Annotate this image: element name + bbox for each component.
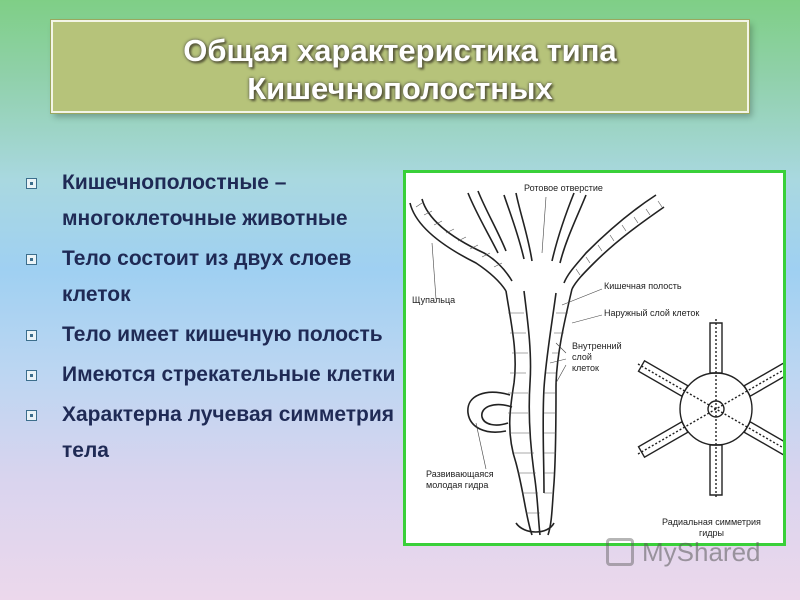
label-inner-layer-line-1: Внутренний bbox=[572, 341, 622, 351]
label-radial-line-2: гидры bbox=[698, 528, 724, 538]
bullet-item: Имеются стрекательные клетки bbox=[24, 357, 404, 393]
label-outer-layer: Наружный слой клеток bbox=[604, 308, 700, 318]
label-mouth: Ротовое отверстие bbox=[524, 183, 603, 193]
bullet-list: Кишечнополостные – многоклеточные животн… bbox=[24, 165, 404, 473]
bullet-text: Тело состоит из двух слоев клеток bbox=[62, 247, 352, 306]
hydra-diagram bbox=[409, 190, 783, 536]
bullet-text: Тело имеет кишечную полость bbox=[62, 323, 383, 346]
label-inner-layer-line-3: клеток bbox=[572, 363, 599, 373]
cell-texture bbox=[415, 200, 663, 514]
presentation-icon bbox=[606, 538, 634, 566]
slide-title: Общая характеристика типа Кишечнополостн… bbox=[53, 32, 747, 108]
bullet-text: Характерна лучевая симметрия тела bbox=[62, 403, 395, 462]
label-bud-line-2: молодая гидра bbox=[426, 480, 489, 490]
bullet-square-icon bbox=[26, 178, 37, 189]
bullet-text: Кишечнополостные – многоклеточные животн… bbox=[62, 171, 348, 230]
label-gut-cavity: Кишечная полость bbox=[604, 281, 682, 291]
radial-symmetry-diagram bbox=[637, 319, 783, 499]
label-radial: Радиальная симметрия гидры bbox=[662, 517, 761, 539]
bullet-item: Характерна лучевая симметрия тела bbox=[24, 397, 404, 469]
title-box: Общая характеристика типа Кишечнополостн… bbox=[51, 20, 749, 113]
label-radial-line-1: Радиальная симметрия bbox=[662, 517, 761, 527]
bullet-item: Тело имеет кишечную полость bbox=[24, 317, 404, 353]
label-bud-line-1: Развивающаяся bbox=[426, 469, 494, 479]
label-inner-layer: Внутренний слой клеток bbox=[572, 341, 622, 374]
hydra-body bbox=[409, 190, 665, 536]
hydra-figure: Ротовое отверстие Щупальца Кишечная поло… bbox=[403, 170, 786, 546]
label-inner-layer-line-2: слой bbox=[572, 352, 592, 362]
bullet-item: Кишечнополостные – многоклеточные животн… bbox=[24, 165, 404, 237]
leader-lines bbox=[431, 196, 603, 470]
bullet-square-icon bbox=[26, 370, 37, 381]
slide-title-line-2: Кишечнополостных bbox=[247, 71, 553, 106]
watermark: MyShared bbox=[606, 536, 776, 570]
bullet-text: Имеются стрекательные клетки bbox=[62, 363, 396, 386]
bullet-item: Тело состоит из двух слоев клеток bbox=[24, 241, 404, 313]
watermark-text: MyShared bbox=[642, 537, 761, 567]
label-bud: Развивающаяся молодая гидра bbox=[426, 469, 494, 491]
bullet-square-icon bbox=[26, 410, 37, 421]
label-tentacles: Щупальца bbox=[412, 295, 456, 305]
bullet-square-icon bbox=[26, 254, 37, 265]
slide-title-line-1: Общая характеристика типа bbox=[183, 33, 617, 68]
bullet-square-icon bbox=[26, 330, 37, 341]
